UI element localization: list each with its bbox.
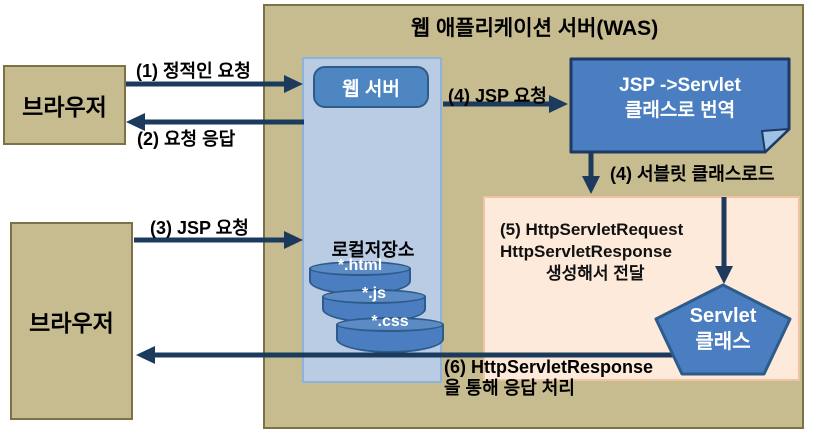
browser-box-bottom: 브라우저 [10, 222, 133, 420]
process-line-3: 생성해서 전달 [546, 264, 645, 283]
servlet-line-2: 클래스 [695, 331, 751, 353]
browser-bottom-label: 브라우저 [29, 310, 114, 336]
label-final-response-line-1: (6) HttpServletResponse [444, 357, 654, 377]
process-line-1: (5) HttpServletRequest [500, 220, 684, 239]
label-jsp-forward: (4) JSP 요청 [448, 86, 547, 106]
browser-top-label: 브라우저 [22, 94, 107, 120]
cylinder-html-label: *.html [337, 257, 383, 274]
local-storage-label: 로컬저장소 [331, 240, 415, 260]
arrow-final-response-head [136, 346, 155, 364]
process-text: (5) HttpServletRequest HttpServletRespon… [500, 219, 683, 285]
browser-box-top: 브라우저 [3, 65, 126, 145]
cylinder-top-ellipse [322, 289, 426, 304]
web-server-box: 웹 서버 [313, 66, 429, 108]
servlet-line-1: Servlet [689, 305, 757, 327]
jsp-note-text: JSP ->Servlet 클래스로 번역 [571, 73, 789, 123]
cylinder-top-ellipse [309, 261, 411, 276]
cylinder-css-label: *.css [371, 313, 409, 330]
label-final-response-line-2: 을 통해 응답 처리 [444, 378, 575, 398]
jsp-note-line-1: JSP ->Servlet [619, 75, 741, 96]
process-line-2: HttpServletResponse [500, 242, 672, 261]
jsp-note-line-2: 클래스로 번역 [624, 100, 736, 121]
label-jsp-request: (3) JSP 요청 [150, 218, 249, 238]
servlet-pentagon-text: Servlet 클래스 [658, 303, 788, 355]
label-static-request: (1) 정적인 요청 [136, 61, 251, 81]
label-response: (2) 요청 응답 [137, 129, 236, 149]
cylinder-js-label: *.js [361, 285, 386, 302]
web-server-label: 웹 서버 [342, 78, 400, 100]
cylinder-css: *.css [336, 313, 444, 353]
cylinder-top-ellipse [336, 317, 444, 332]
label-class-load: (4) 서블릿 클래스로드 [610, 164, 775, 184]
label-final-response: (6) HttpServletResponse 을 통해 응답 처리 [444, 357, 704, 399]
was-title: 웹 애플리케이션 서버(WAS) [410, 17, 659, 40]
